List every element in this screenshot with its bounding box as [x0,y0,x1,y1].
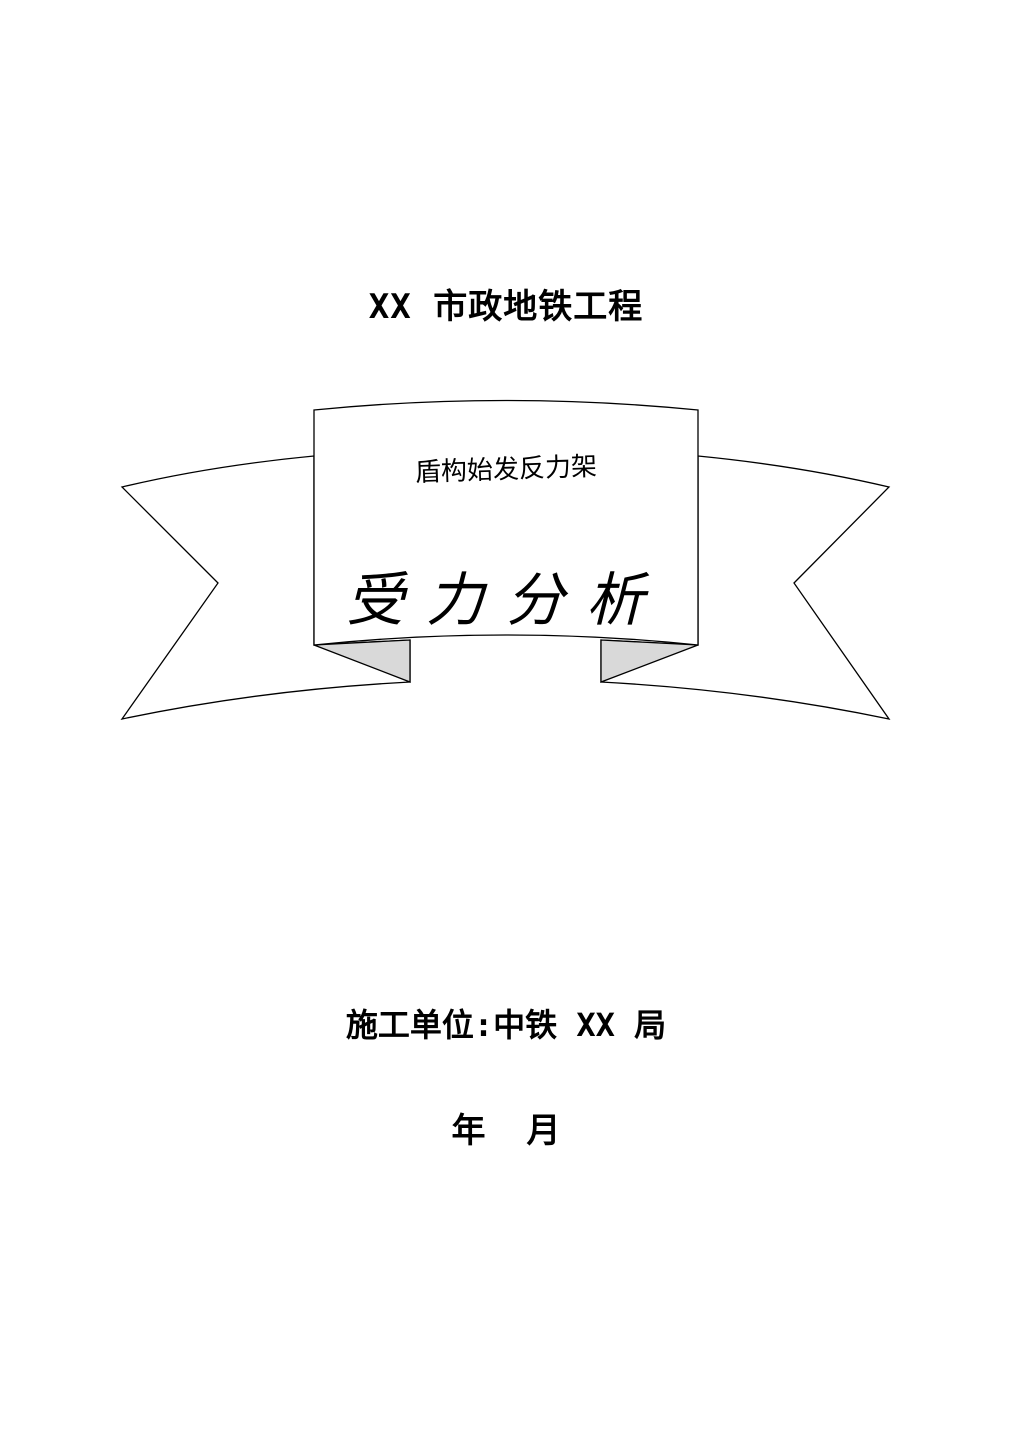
project-title: XX 市政地铁工程 [368,287,644,327]
ribbon-center-panel [313,399,699,646]
ribbon-left-fold [313,639,411,683]
contractor-line: 施工单位:中铁 XX 局 [345,1006,667,1044]
banner-subtitle-wrap: 盾构始发反力架 [386,450,626,510]
banner-subtitle: 盾构始发反力架 [414,451,598,489]
banner-main-title: 受力分析 [345,566,666,634]
date-line: 年 月 [451,1111,561,1151]
ribbon-right-fold [600,639,699,683]
